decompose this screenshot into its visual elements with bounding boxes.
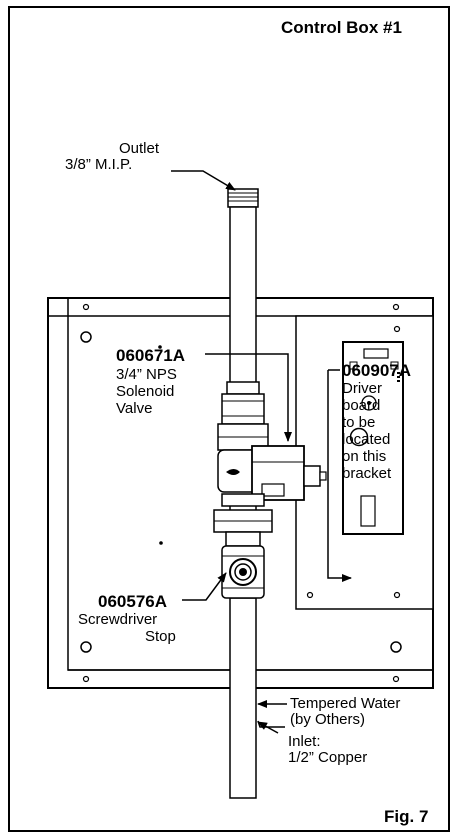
stop-label-line2: Stop bbox=[145, 628, 176, 645]
stop-label-line1: Screwdriver bbox=[78, 611, 158, 628]
tempered-label-line2: (by Others) bbox=[290, 711, 366, 728]
driver-line-3: to be bbox=[342, 414, 376, 431]
solenoid-desc: Valve bbox=[116, 400, 153, 417]
driver-line-2: board bbox=[342, 397, 381, 414]
leader-lines bbox=[171, 170, 352, 734]
driver-line-5: on this bbox=[342, 448, 387, 465]
lower-union bbox=[213, 493, 273, 547]
inlet-label-line1: Inlet: bbox=[288, 733, 321, 750]
driver-board-bracket bbox=[295, 315, 434, 610]
stop-part-number: 060576A bbox=[98, 592, 168, 611]
inlet-label-line2: 1/2” Copper bbox=[288, 749, 368, 766]
driver-line-6: bracket bbox=[342, 465, 392, 482]
solenoid-valve bbox=[217, 445, 327, 501]
driver-line-1: Driver bbox=[342, 380, 382, 397]
screwdriver-stop bbox=[221, 545, 265, 599]
figure-frame bbox=[8, 6, 450, 832]
solenoid-type: Solenoid bbox=[116, 383, 175, 400]
tempered-label-line1: Tempered Water bbox=[290, 695, 401, 712]
upper-union bbox=[217, 381, 269, 451]
page-title: Control Box #1 bbox=[281, 18, 402, 37]
driver-line-4: located bbox=[342, 431, 391, 448]
outlet-label-line2: 3/8” M.I.P. bbox=[65, 156, 133, 173]
figure-number: Fig. 7 bbox=[384, 807, 429, 826]
driver-part-number: 060907A bbox=[342, 361, 412, 380]
outlet-label-line1: Outlet bbox=[119, 140, 160, 157]
solenoid-size: 3/4” NPS bbox=[116, 366, 177, 383]
solenoid-part-number: 060671A bbox=[116, 346, 186, 365]
